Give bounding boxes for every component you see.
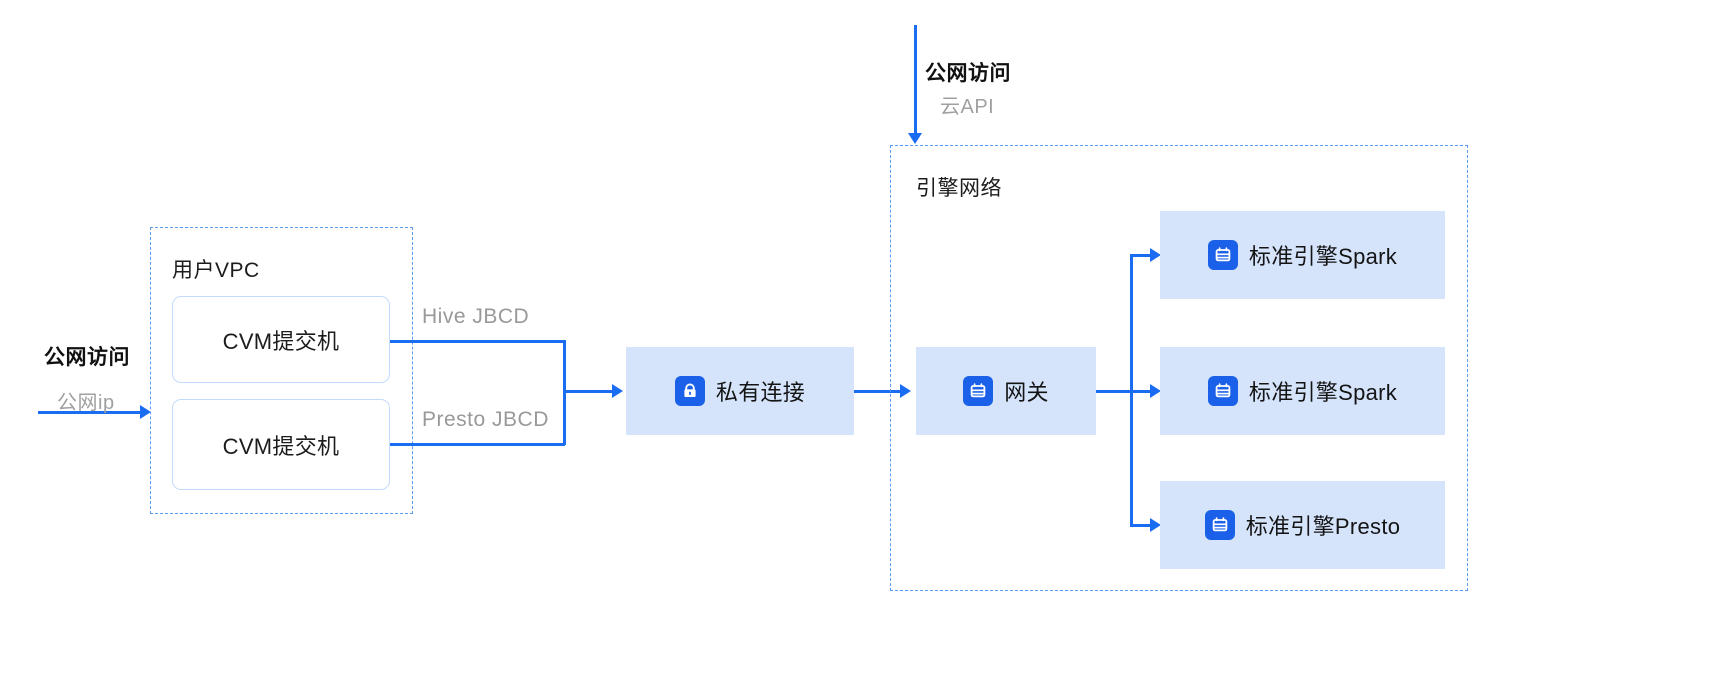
node-engine-presto[interactable]: 标准引擎Presto [1160, 481, 1445, 569]
connector-branch-engine-1 [1130, 254, 1152, 257]
connector-presto-vertical [563, 391, 566, 445]
connector-engine-1-arrowhead [1150, 248, 1161, 262]
node-engine-spark-2[interactable]: 标准引擎Spark [1160, 347, 1445, 435]
server-icon [1204, 510, 1235, 540]
zone-engine-network [890, 145, 1468, 591]
node-cvm-bottom-label: CVM提交机 [222, 433, 340, 459]
node-cvm-top[interactable]: CVM提交机 [172, 296, 390, 383]
left-entry-primary-label: 公网访问 [44, 346, 130, 369]
top-entry-arrow-line [914, 25, 917, 135]
server-icon [1207, 376, 1238, 406]
server-icon [1207, 240, 1238, 270]
node-cvm-top-label: CVM提交机 [222, 328, 340, 354]
connector-presto-horizontal [390, 443, 565, 446]
left-entry-arrow-line [38, 411, 142, 414]
connector-branch-engine-2 [1130, 390, 1152, 393]
zone-user-vpc [150, 227, 413, 514]
connector-engine-2-arrowhead [1150, 384, 1161, 398]
left-entry-secondary-label: 公网ip [57, 392, 115, 414]
connector-label-hive: Hive JBCD [422, 305, 530, 328]
connector-private-link-arrowhead [612, 384, 623, 398]
zone-engine-network-label: 引擎网络 [916, 177, 1002, 200]
connector-merge-to-private-link [563, 390, 614, 393]
node-gateway-label: 网关 [1004, 380, 1049, 405]
node-cvm-bottom[interactable]: CVM提交机 [172, 399, 390, 490]
top-entry-secondary-label: 云API [940, 96, 995, 118]
node-private-link[interactable]: 私有连接 [626, 347, 854, 435]
node-engine-spark-1[interactable]: 标准引擎Spark [1160, 211, 1445, 299]
left-entry-arrowhead [140, 405, 151, 419]
connector-gateway-arrowhead [900, 384, 911, 398]
node-engine-spark-2-label: 标准引擎Spark [1248, 380, 1398, 405]
connector-hive-vertical [563, 340, 566, 392]
connector-gateway-stub [1096, 390, 1132, 393]
zone-user-vpc-label: 用户VPC [172, 259, 260, 282]
connector-hive-horizontal [390, 340, 565, 343]
connector-private-link-to-gateway [854, 390, 902, 393]
node-engine-presto-label: 标准引擎Presto [1245, 514, 1401, 539]
connector-label-presto: Presto JBCD [422, 408, 549, 431]
lock-icon [674, 376, 705, 406]
top-entry-arrowhead [908, 133, 922, 144]
connector-branch-engine-3 [1130, 524, 1152, 527]
node-gateway[interactable]: 网关 [916, 347, 1096, 435]
server-icon [963, 376, 994, 406]
node-engine-spark-1-label: 标准引擎Spark [1248, 244, 1398, 269]
connector-engine-3-arrowhead [1150, 518, 1161, 532]
node-private-link-label: 私有连接 [715, 380, 806, 405]
top-entry-primary-label: 公网访问 [925, 62, 1011, 85]
